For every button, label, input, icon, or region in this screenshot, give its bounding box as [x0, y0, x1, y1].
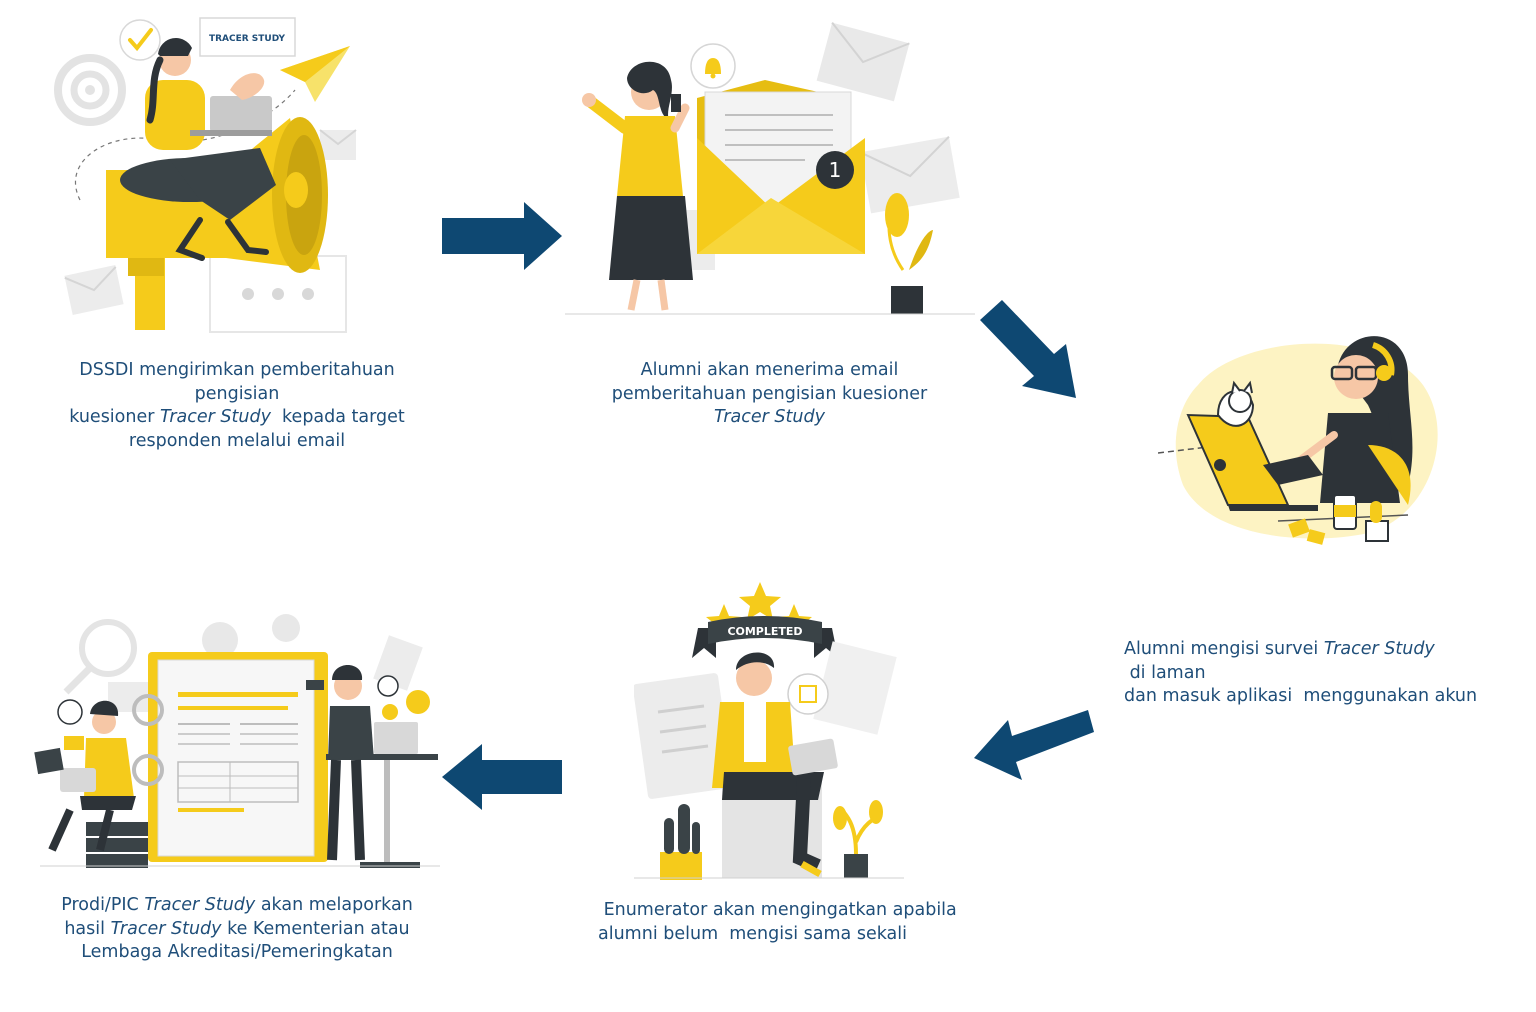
caption-line: kuesioner Tracer Study kepada target — [69, 407, 405, 427]
caption-line: Lembaga Akreditasi/Pemeringkatan — [81, 942, 393, 962]
notification-count-badge: 1 — [829, 158, 842, 182]
arrow-right-step1-to-step2 — [442, 202, 562, 270]
step-5-caption: Prodi/PIC Tracer Study akan melaporkan h… — [58, 894, 416, 965]
step-2-caption: Alumni akan menerima email pemberitahuan… — [597, 359, 942, 430]
step-3-caption: Alumni mengisi survei Tracer Study di la… — [1124, 638, 1494, 709]
step-4-caption: Enumerator akan mengingatkan apabila alu… — [598, 899, 958, 946]
caption-line: Alumni mengisi survei Tracer Study di la… — [1124, 639, 1435, 683]
woman-laptop-cat-illustration — [1158, 336, 1438, 545]
arrow-down-right-step2-to-step3 — [980, 300, 1076, 398]
completed-banner-label: COMPLETED — [727, 625, 802, 638]
step-1-caption: DSSDI mengirimkan pemberitahuan pengisia… — [48, 359, 426, 453]
caption-line: dan masuk aplikasi menggunakan akun — [1124, 686, 1478, 706]
caption-line: pemberitahuan pengisian kuesioner — [611, 383, 928, 404]
arrow-down-left-step3-to-step4 — [974, 710, 1094, 780]
caption-line: Tracer Study — [714, 407, 825, 427]
caption-line: DSSDI mengirimkan pemberitahuan pengisia… — [79, 360, 395, 404]
email-notification-woman-illustration: 1 — [565, 22, 975, 315]
tracer-study-sign-label: TRACER STUDY — [209, 34, 286, 44]
caption-line: alumni belum mengisi sama sekali — [598, 923, 907, 944]
megaphone-laptop-woman-illustration: TRACER STUDY — [54, 17, 357, 333]
report-binder-people-illustration — [34, 614, 440, 868]
caption-line: Alumni akan menerima email — [640, 360, 899, 380]
caption-line: hasil Tracer Study ke Kementerian atau — [64, 918, 410, 939]
arrow-left-step4-to-step5 — [442, 744, 562, 810]
completed-man-tablet-illustration: COMPLETED — [634, 582, 904, 880]
caption-line: Enumerator akan mengingatkan apabila — [598, 900, 957, 920]
caption-line: Prodi/PIC Tracer Study akan melaporkan — [61, 895, 413, 915]
caption-line: responden melalui email — [128, 430, 346, 451]
